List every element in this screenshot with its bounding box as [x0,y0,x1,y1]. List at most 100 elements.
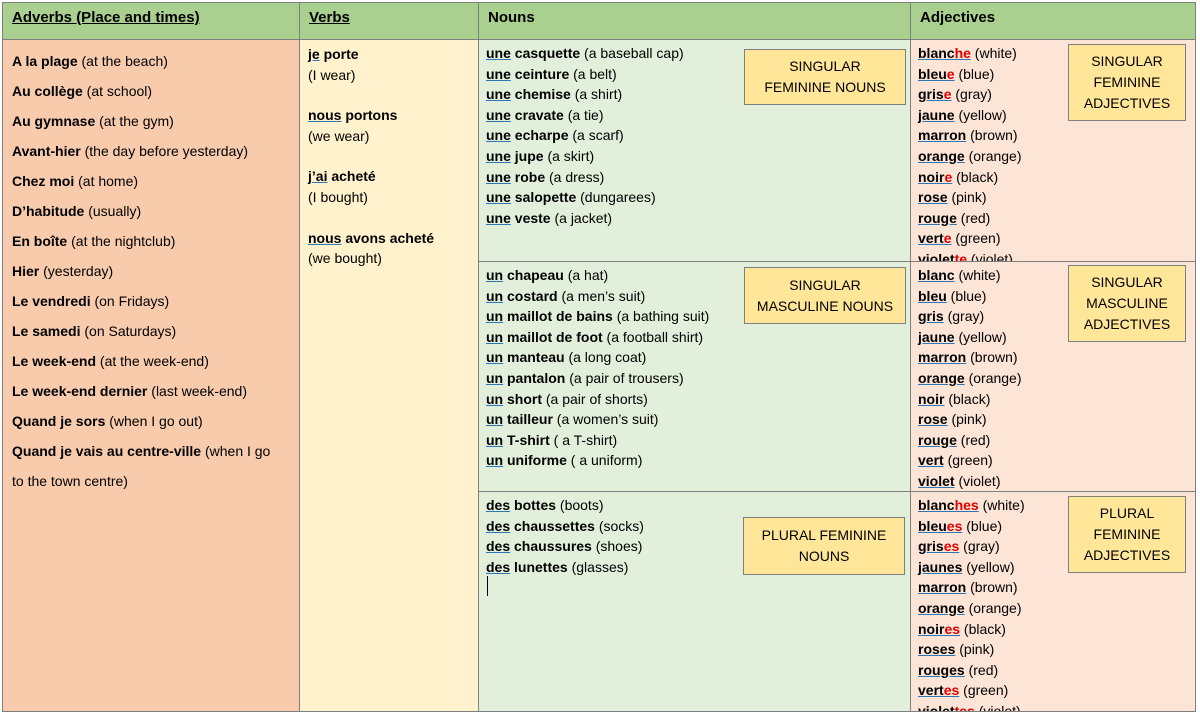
adjective-row: jaune (yellow) [918,327,1195,348]
adjective-stem: vert [918,452,944,469]
noun-word: pantalon [503,369,566,386]
adjective-row: orange (orange) [918,598,1195,619]
adjective-stem: blanc [918,45,955,61]
adjective-word: marron [918,349,966,365]
adverb-french: Le vendredi [12,293,91,309]
noun-row: un T-shirt ( a T-shirt) [486,430,910,451]
adjective-row: marron (brown) [918,577,1195,598]
adverb-french: Le samedi [12,323,81,339]
adjective-english: (white) [978,497,1025,513]
adjective-stem: gris [918,308,944,325]
adverb-french: Quand je vais au centre-ville [12,443,202,459]
label-line: FEMININE [1093,526,1161,542]
spacer [308,146,478,166]
adjective-stem: rose [918,411,948,428]
noun-article: un [486,328,504,345]
adverb-english: (yesterday) [39,263,114,279]
adjective-word: violet [918,473,955,489]
noun-english: (dungarees) [576,189,656,206]
noun-word: casquette [510,45,581,61]
adjective-ending: he [954,45,971,61]
noun-row: une robe (a dress) [486,167,910,188]
adjective-english: (gray) [959,538,1000,555]
adjective-ending: es [943,538,960,555]
noun-article: une [486,65,511,82]
adjective-row: rose (pink) [918,187,1195,208]
verb-french: nous portons [308,105,478,126]
adjective-ending: es [943,682,960,699]
adverb-english: (on Saturdays) [80,323,177,339]
noun-row: une jupe (a skirt) [486,146,910,167]
adverb-french: D’habitude [12,203,85,219]
adverb-english: (on Fridays) [90,293,170,309]
noun-article: un [486,287,504,304]
adjective-english: (violet) [967,250,1013,262]
noun-english: (a scarf) [568,127,624,144]
noun-english: (a shirt) [570,86,623,103]
adjective-row: blanc (white) [918,265,1195,286]
adjective-english: (brown) [966,579,1018,596]
adjective-row: bleues (blue) [918,516,1195,537]
noun-row: une chemise (a shirt) [486,84,910,105]
adjective-row: vert (green) [918,450,1195,471]
noun-word: T-shirt [503,431,550,448]
adjective-word: orange [918,148,965,164]
adjective-row: orange (orange) [918,146,1195,167]
noun-article: un [486,267,504,283]
adjective-stem: orange [918,369,965,386]
adverb-english: (at the beach) [77,53,168,69]
adjective-stem: violet [918,250,955,262]
adjective-english: (blue) [962,517,1003,534]
adverbs-column: A la plage (at the beach)Au collège (at … [3,40,300,711]
adjective-word: noir [918,391,944,407]
adverb-french: En boîte [12,233,68,249]
adverb-english: (the day before yesterday) [80,143,249,159]
adjective-english: (yellow) [954,106,1007,123]
adverb-french: Quand je sors [12,413,106,429]
adjective-row: rouges (red) [918,660,1195,681]
noun-word: robe [510,168,546,185]
verb-form: acheté [327,168,376,185]
noun-article: une [486,127,511,144]
adjective-stem: roses [918,641,956,658]
label-line: SINGULAR [1091,53,1163,69]
noun-word: maillot de foot [503,328,603,345]
noun-word: salopette [510,189,577,206]
adjective-english: (orange) [964,599,1022,616]
noun-word: echarpe [510,127,569,144]
noun-article: un [486,349,504,366]
label-line: ADJECTIVES [1083,95,1171,111]
adjective-stem: marron [918,349,967,366]
adjective-word: rouge [918,432,957,448]
header-verbs-text: Verbs [309,9,350,26]
adjective-row: rouge (red) [918,208,1195,229]
adjective-english: (yellow) [954,328,1007,345]
verb-form: portons [341,107,398,124]
adverb-row: Au collège (at school) [12,76,299,106]
adjective-word: blanche [918,45,971,61]
adjective-row: jaunes (yellow) [918,557,1195,578]
adjective-word: noire [918,169,952,185]
noun-english: (a jacket) [550,209,613,226]
adjective-row: blanches (white) [918,495,1195,516]
noun-english: (a tie) [563,106,604,123]
label-line: NOUNS [798,548,850,564]
adjective-english: (black) [952,168,999,185]
header-nouns: Nouns [479,3,911,40]
adjective-stem: rose [918,189,948,206]
adjective-english: (brown) [966,349,1018,366]
noun-english: (a baseball cap) [580,45,684,61]
adjective-stem: gris [918,538,944,555]
adverb-row: Le week-end (at the week-end) [12,346,299,376]
spacer [308,208,478,228]
noun-word: costard [503,287,558,304]
noun-article: une [486,86,511,103]
noun-english: (a football shirt) [602,328,704,345]
adjective-english: (pink) [947,411,987,428]
adjective-stem: vert [918,682,944,699]
noun-row: des lunettes (glasses) [486,557,910,578]
adjective-word: grise [918,86,951,102]
adjective-stem: blanc [918,497,955,513]
